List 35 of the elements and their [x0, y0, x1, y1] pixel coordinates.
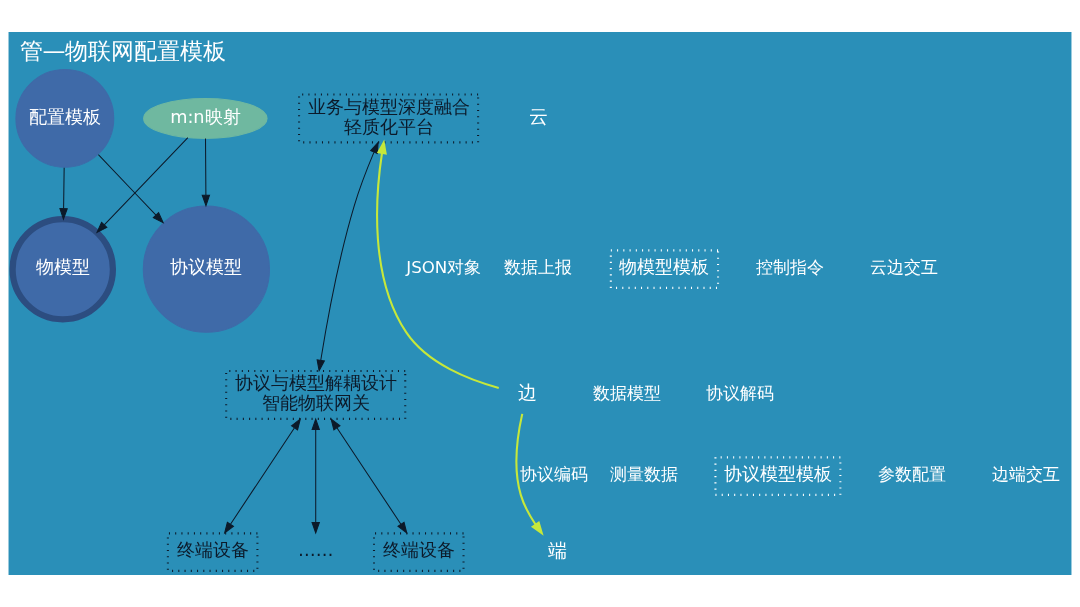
- edge-label: 协议编码: [520, 465, 589, 485]
- node-circle: 配置模板: [15, 68, 115, 168]
- node-circle: 物模型: [9, 215, 116, 323]
- arrow: [223, 417, 302, 535]
- label: 数据模型: [592, 383, 661, 403]
- label: 云边交互: [869, 258, 938, 278]
- arrow: [95, 137, 189, 234]
- arrow: [515, 413, 544, 536]
- label: 边端交互: [991, 465, 1060, 485]
- label: 数据上报: [504, 258, 573, 278]
- node-box: 物模型模板: [609, 249, 720, 289]
- node-box: 协议模型模板: [714, 456, 842, 496]
- node-circle: 协议模型: [142, 205, 271, 333]
- node-box: 终端设备: [166, 532, 259, 572]
- node-box: 终端设备: [372, 532, 465, 572]
- label: 参数配置: [878, 465, 947, 485]
- node-text: 云: [528, 105, 548, 127]
- arrow: [316, 141, 379, 373]
- arrow: [330, 417, 408, 535]
- edge-label: JSON对象: [406, 258, 482, 278]
- node-text: 端: [547, 539, 567, 561]
- diagram-title: 管—物联网配置模板: [19, 37, 227, 64]
- node-text: ……: [298, 540, 334, 561]
- node-ellipse: m:n映射: [143, 97, 268, 139]
- label: 协议解码: [706, 383, 775, 403]
- arrow: [59, 167, 68, 221]
- arrow: [201, 138, 211, 208]
- node-box: 业务与模型深度融合 轻质化平台: [298, 93, 480, 144]
- arrow: [311, 417, 321, 535]
- node-box: 协议与模型解耦设计 智能物联网关: [225, 369, 407, 420]
- node-text: 边: [517, 382, 537, 404]
- arrow: [376, 139, 500, 389]
- label: 控制指令: [756, 258, 825, 278]
- arrow: [97, 154, 165, 224]
- label: 测量数据: [609, 465, 678, 485]
